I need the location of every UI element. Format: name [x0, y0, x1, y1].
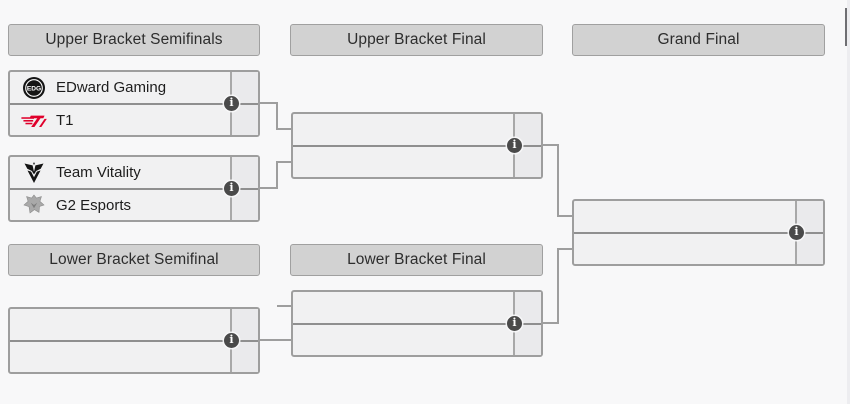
right-edge-strip: [847, 0, 850, 404]
team-slot-empty: [574, 234, 823, 264]
row-divider: [574, 232, 823, 234]
connector-line: [258, 187, 278, 189]
connector-line: [276, 102, 278, 130]
connector-line: [276, 128, 291, 130]
connector-line: [258, 339, 291, 341]
row-divider: [10, 103, 258, 105]
connector-line: [258, 102, 278, 104]
row-divider: [10, 188, 258, 190]
connector-line: [277, 305, 291, 307]
round-header-grand-final: Grand Final: [572, 24, 825, 56]
match-lower-semifinal: i: [8, 307, 260, 374]
vitality-logo-icon: [21, 161, 47, 185]
connector-line: [541, 144, 559, 146]
match-grand-final: i: [572, 199, 825, 266]
info-icon[interactable]: i: [789, 225, 804, 240]
match-lower-final: i: [291, 290, 543, 357]
team-name: T1: [56, 111, 74, 129]
team-name: Team Vitality: [56, 164, 141, 181]
info-icon[interactable]: i: [507, 316, 522, 331]
match-upper-final: i: [291, 112, 543, 179]
connector-line: [557, 144, 559, 217]
row-divider: [293, 323, 541, 325]
info-icon[interactable]: i: [507, 138, 522, 153]
connector-line: [557, 215, 572, 217]
g2-logo-icon: [21, 193, 47, 217]
connector-line: [276, 161, 291, 163]
svg-text:EDG: EDG: [27, 85, 41, 92]
team-slot-empty: [10, 342, 258, 372]
info-icon[interactable]: i: [224, 181, 239, 196]
info-icon[interactable]: i: [224, 96, 239, 111]
connector-line: [541, 322, 559, 324]
team-slot-empty: [293, 292, 541, 323]
round-header-lower-bracket-semifinal: Lower Bracket Semifinal: [8, 244, 260, 276]
team-slot-empty: [10, 309, 258, 340]
team-slot-empty: [293, 147, 541, 177]
row-divider: [293, 145, 541, 147]
round-header-upper-bracket-final: Upper Bracket Final: [290, 24, 543, 56]
connector-line: [557, 249, 559, 324]
team-name: EDward Gaming: [56, 79, 167, 96]
connector-line: [276, 161, 278, 189]
right-edge-tick: [845, 8, 847, 46]
round-header-lower-bracket-final: Lower Bracket Final: [290, 244, 543, 276]
t1-logo-icon: [21, 108, 47, 132]
team-slot-t1[interactable]: T1: [10, 105, 258, 135]
team-name: G2 Esports: [56, 196, 132, 214]
team-slot-empty: [293, 114, 541, 145]
team-slot-g2-esports[interactable]: G2 Esports: [10, 190, 258, 220]
connector-line: [557, 248, 572, 250]
info-icon[interactable]: i: [224, 333, 239, 348]
team-slot-empty: [293, 325, 541, 355]
edg-logo-icon: EDG: [21, 76, 47, 100]
team-slot-empty: [574, 201, 823, 232]
match-upper-semifinal-2: Team Vitality G2 Esports i: [8, 155, 260, 222]
team-slot-team-vitality[interactable]: Team Vitality: [10, 157, 258, 188]
round-header-upper-bracket-semifinals: Upper Bracket Semifinals: [8, 24, 260, 56]
row-divider: [10, 340, 258, 342]
team-slot-edward-gaming[interactable]: EDG EDward Gaming: [10, 72, 258, 103]
match-upper-semifinal-1: EDG EDward Gaming T1: [8, 70, 260, 137]
